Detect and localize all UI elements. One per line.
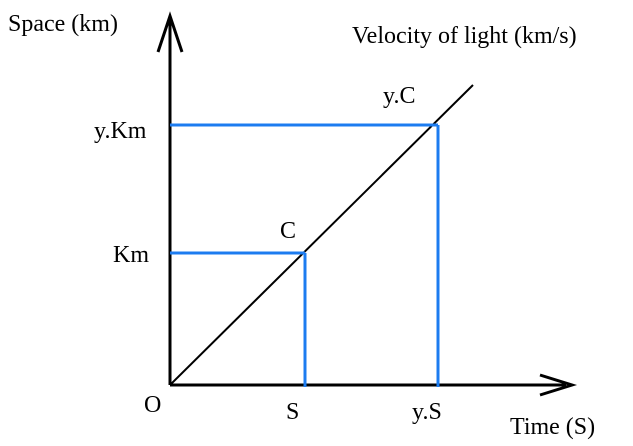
y-axis-arrowhead (156, 11, 184, 53)
point-yc-label: y.C (383, 83, 415, 109)
x-axis-arrowhead (539, 373, 578, 397)
y-tick-km: Km (113, 242, 149, 268)
point-c-label: C (280, 218, 296, 244)
y-tick-ykm: y.Km (94, 118, 147, 144)
origin-label: O (144, 392, 161, 418)
x-axis-label: Time (S) (510, 414, 595, 440)
line-label: Velocity of light (km/s) (352, 23, 577, 49)
y-axis-label: Space (km) (8, 11, 118, 37)
x-tick-s: S (286, 399, 299, 425)
x-tick-ys: y.S (412, 399, 442, 425)
velocity-line (169, 84, 474, 386)
